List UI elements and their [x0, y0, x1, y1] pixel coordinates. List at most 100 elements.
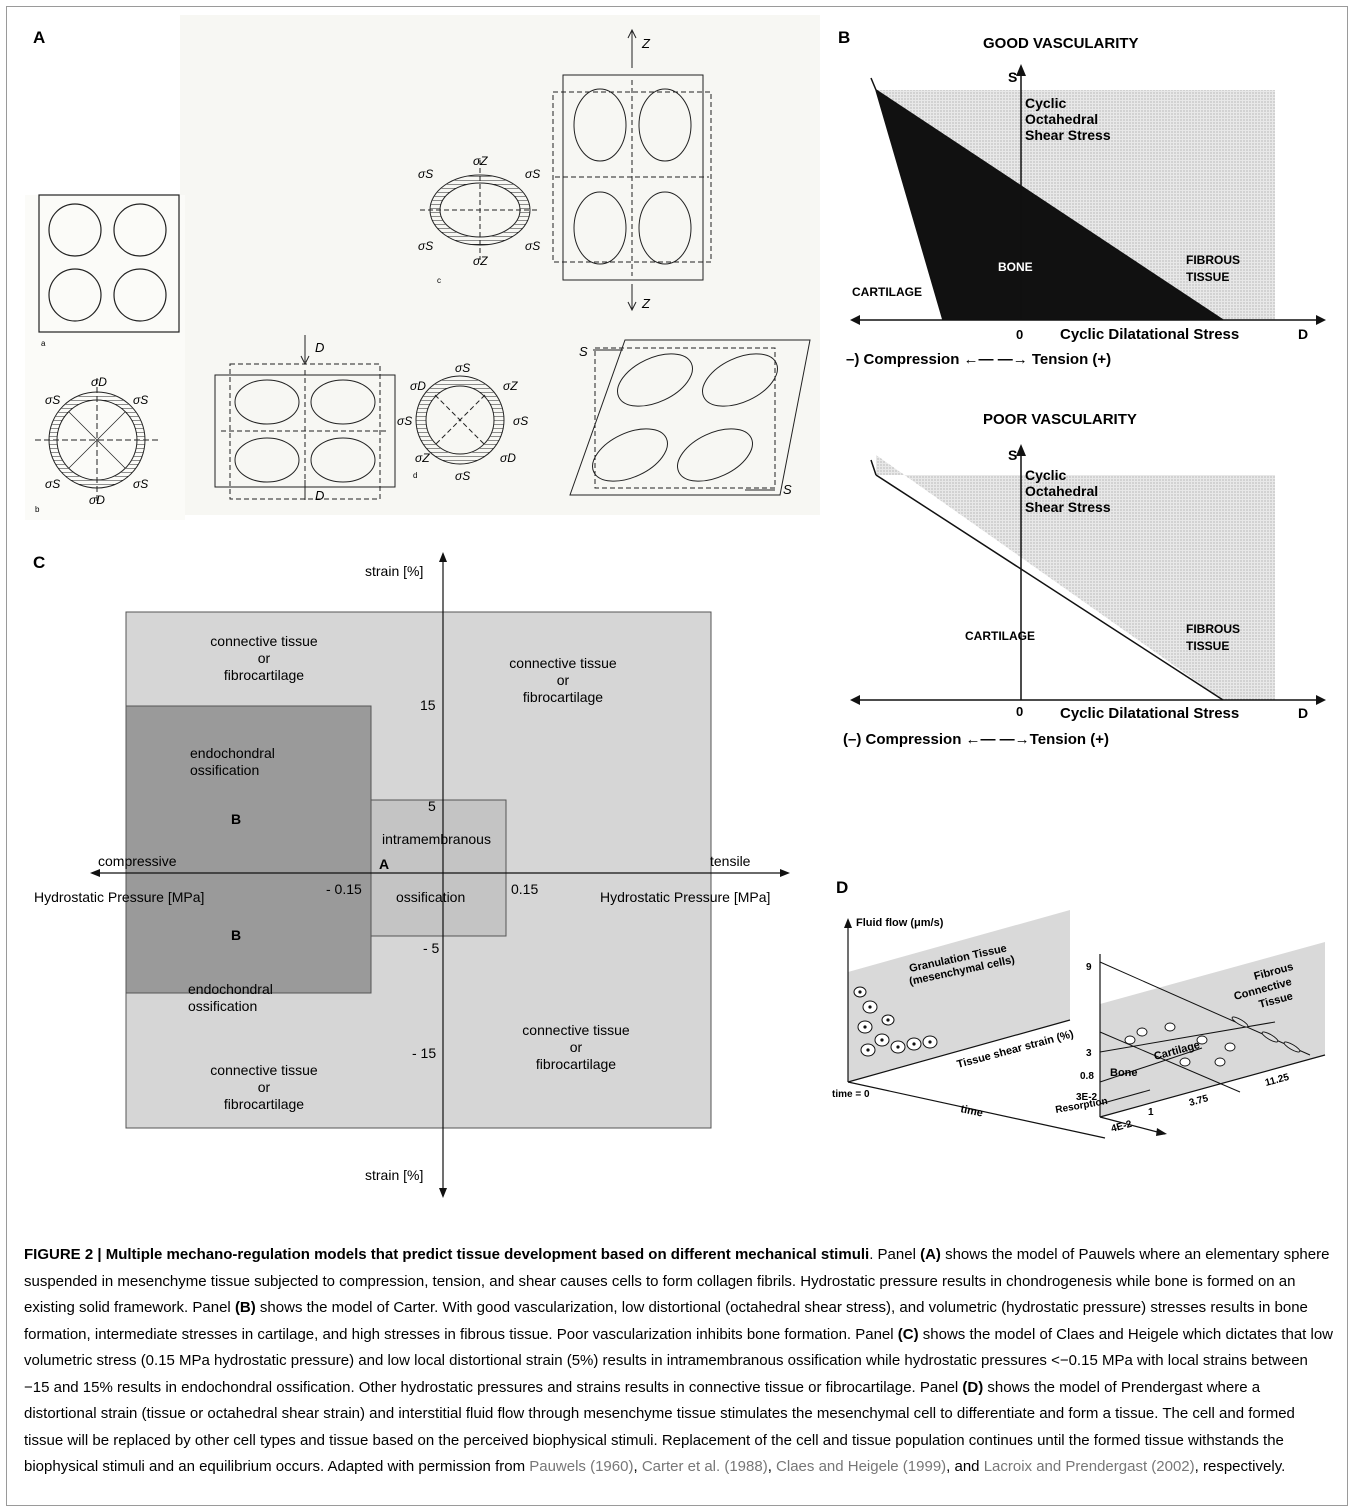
svg-text:FIBROUS: FIBROUS — [1186, 253, 1240, 267]
svg-text:4E-2: 4E-2 — [1110, 1119, 1134, 1135]
svg-text:tensile: tensile — [710, 853, 751, 869]
svg-text:σZ: σZ — [473, 154, 488, 168]
subfigure-b-hatched-circle: σD σS σS σS σS σD b — [35, 375, 159, 514]
scan-background — [180, 15, 820, 515]
subfigure-d-shear-shape: σS σD σZ σS σS σZ σD σS d — [397, 361, 528, 483]
svg-text:Hydrostatic Pressure [MPa]: Hydrostatic Pressure [MPa] — [600, 889, 770, 905]
svg-text:σD: σD — [89, 493, 105, 507]
citation-lacroix-prendergast[interactable]: Lacroix and Prendergast (2002) — [983, 1458, 1195, 1475]
svg-text:σZ: σZ — [415, 451, 430, 465]
svg-text:CARTILAGE: CARTILAGE — [852, 285, 922, 299]
svg-text:σD: σD — [500, 451, 516, 465]
intramembranous-region — [370, 799, 507, 937]
svg-text:S: S — [783, 482, 792, 497]
svg-text:connective tissue: connective tissue — [210, 1062, 318, 1078]
svg-text:3.75: 3.75 — [1188, 1093, 1210, 1109]
svg-text:CARTILAGE: CARTILAGE — [965, 629, 1035, 643]
svg-text:- 0.15: - 0.15 — [326, 881, 362, 897]
svg-text:A: A — [379, 856, 389, 872]
svg-text:ossification: ossification — [188, 998, 257, 1014]
svg-text:σS: σS — [455, 361, 470, 375]
cartilage-cells — [1124, 1022, 1236, 1067]
subfigure-shear-parallelogram: S S — [569, 339, 811, 497]
panel-a-pauwels-drawings: a σD σS σS σS σS σD b D D σZ — [25, 15, 820, 520]
svg-text:strain [%]: strain [%] — [365, 563, 423, 579]
svg-text:Octahedral: Octahedral — [1025, 483, 1098, 499]
svg-text:connective tissue: connective tissue — [509, 655, 617, 671]
citation-pauwels[interactable]: Pauwels (1960) — [529, 1458, 634, 1475]
svg-text:Cyclic: Cyclic — [1025, 467, 1066, 483]
svg-text:3: 3 — [1086, 1048, 1092, 1059]
svg-text:15: 15 — [420, 697, 436, 713]
citation-claes-heigele[interactable]: Claes and Heigele (1999) — [776, 1458, 947, 1475]
svg-text:B: B — [231, 927, 241, 943]
svg-text:5: 5 — [428, 798, 436, 814]
citation-carter[interactable]: Carter et al. (1988) — [641, 1458, 768, 1475]
svg-text:–) Compression ←— —→ Tension: –) Compression ←— —→ Tension (+) — [846, 351, 1111, 368]
figure-frame — [6, 6, 1348, 1506]
svg-text:c: c — [437, 276, 441, 285]
svg-text:Z: Z — [641, 36, 651, 51]
svg-text:σS: σS — [525, 167, 540, 181]
svg-text:S: S — [1008, 69, 1017, 85]
subfigure-compression-block: D D — [214, 335, 396, 503]
svg-text:0.15: 0.15 — [511, 881, 538, 897]
panel-label-c: C — [33, 553, 46, 572]
caption-title: Multiple mechano-regulation models that … — [105, 1246, 870, 1263]
svg-text:fibrocartilage: fibrocartilage — [224, 667, 304, 683]
svg-text:σS: σS — [418, 239, 433, 253]
panel-label-b: B — [838, 28, 851, 47]
svg-text:ossification: ossification — [190, 762, 259, 778]
svg-text:σS: σS — [133, 393, 148, 407]
svg-text:d: d — [413, 471, 417, 480]
good-vascularity-title: GOOD VASCULARITY — [983, 35, 1139, 52]
svg-text:σD: σD — [91, 375, 107, 389]
svg-text:Cyclic Dilatational Stress: Cyclic Dilatational Stress — [1060, 326, 1239, 343]
svg-text:σS: σS — [455, 469, 470, 483]
svg-text:Octahedral: Octahedral — [1025, 111, 1098, 127]
panel-d-prendergast: Fluid flow (μm/s) Granulation Tissue (me… — [832, 910, 1326, 1139]
svg-text:D: D — [1298, 705, 1308, 721]
svg-text:endochondral: endochondral — [188, 981, 273, 997]
figure-caption: FIGURE 2 | Multiple mechano-regulation m… — [24, 1246, 1333, 1475]
svg-text:σS: σS — [45, 393, 60, 407]
svg-text:σS: σS — [525, 239, 540, 253]
svg-text:Cyclic: Cyclic — [1025, 95, 1066, 111]
svg-text:B: B — [231, 811, 241, 827]
svg-text:σS: σS — [133, 477, 148, 491]
granulation-plane — [848, 910, 1070, 1082]
svg-text:Z: Z — [641, 296, 651, 311]
endochondral-region — [125, 705, 372, 994]
svg-text:strain [%]: strain [%] — [365, 1167, 423, 1183]
svg-text:endochondral: endochondral — [190, 745, 275, 761]
svg-text:- 15: - 15 — [412, 1045, 436, 1061]
svg-text:ossification: ossification — [396, 889, 465, 905]
svg-text:D: D — [315, 340, 324, 355]
panel-label-d: D — [836, 878, 849, 897]
svg-text:D: D — [315, 488, 324, 503]
svg-text:σD: σD — [410, 379, 426, 393]
svg-text:σS: σS — [397, 414, 412, 428]
svg-text:b: b — [35, 505, 40, 514]
svg-text:FIBROUS: FIBROUS — [1186, 622, 1240, 636]
svg-text:(–) Compression ←— —→Tension: (–) Compression ←— —→Tension (+) — [843, 731, 1109, 748]
svg-text:Shear Stress: Shear Stress — [1025, 127, 1111, 143]
sub-letter-a: a — [41, 339, 46, 348]
svg-text:fibrocartilage: fibrocartilage — [224, 1096, 304, 1112]
svg-text:Cyclic Dilatational Stress: Cyclic Dilatational Stress — [1060, 705, 1239, 722]
svg-text:or: or — [258, 650, 271, 666]
svg-text:σS: σS — [45, 477, 60, 491]
svg-text:3E-2: 3E-2 — [1076, 1092, 1098, 1103]
svg-text:time: time — [959, 1103, 984, 1119]
poor-vascularity-title: POOR VASCULARITY — [983, 411, 1137, 428]
fibroblast-cells — [1231, 1016, 1301, 1053]
svg-text:D: D — [1298, 326, 1308, 342]
svg-text:Bone: Bone — [1110, 1067, 1138, 1079]
svg-text:or: or — [258, 1079, 271, 1095]
svg-text:TISSUE: TISSUE — [1186, 639, 1229, 653]
svg-text:- 5: - 5 — [423, 940, 440, 956]
panel-b-carter-model: GOOD VASCULARITY S Cyclic Octahedral She… — [843, 35, 1326, 748]
bone-label-good: BONE — [998, 260, 1033, 274]
svg-text:compressive: compressive — [98, 853, 177, 869]
subfigure-c-stressed-ellipse: σZ σS σS σS σS σZ c — [418, 154, 540, 285]
